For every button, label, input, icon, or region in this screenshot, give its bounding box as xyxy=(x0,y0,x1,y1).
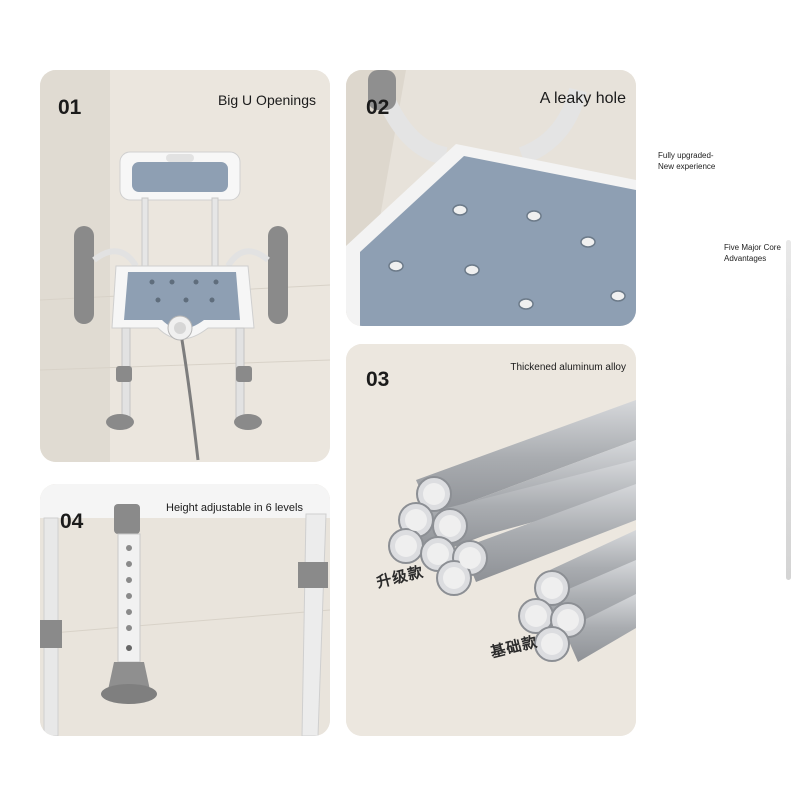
upgrade-note: Fully upgraded- New experience xyxy=(658,150,715,172)
seat-drain-holes-illustration xyxy=(346,70,636,326)
vertical-divider xyxy=(786,240,791,580)
panel-01-u-opening: 01 Big U Openings xyxy=(40,70,330,462)
panel-04-height-adjust: 04 Height adjustable in 6 levels xyxy=(40,484,330,736)
upgrade-note-line2: New experience xyxy=(658,162,716,171)
advantages-note: Five Major Core Advantages xyxy=(724,242,781,264)
advantages-note-line1: Five Major Core xyxy=(724,243,781,252)
upgrade-note-line1: Fully upgraded- xyxy=(658,151,714,160)
panel-03-aluminum: 03 Thickened aluminum alloy 升级款 基础款 xyxy=(346,344,636,736)
panel-caption: Thickened aluminum alloy xyxy=(510,362,626,373)
panel-number: 04 xyxy=(60,510,84,533)
aluminum-tubes-illustration xyxy=(346,344,636,736)
panel-number: 03 xyxy=(366,368,390,391)
panel-number: 02 xyxy=(366,96,390,119)
panel-caption: Big U Openings xyxy=(217,92,316,108)
adjustable-leg-illustration xyxy=(40,484,330,736)
panel-caption: Height adjustable in 6 levels xyxy=(166,502,303,514)
shower-chair-illustration xyxy=(40,70,330,462)
panel-number: 01 xyxy=(58,96,82,119)
advantages-note-line2: Advantages xyxy=(724,254,767,263)
panel-02-leaky-hole: 02 A leaky hole xyxy=(346,70,636,326)
panel-caption: A leaky hole xyxy=(539,90,626,107)
